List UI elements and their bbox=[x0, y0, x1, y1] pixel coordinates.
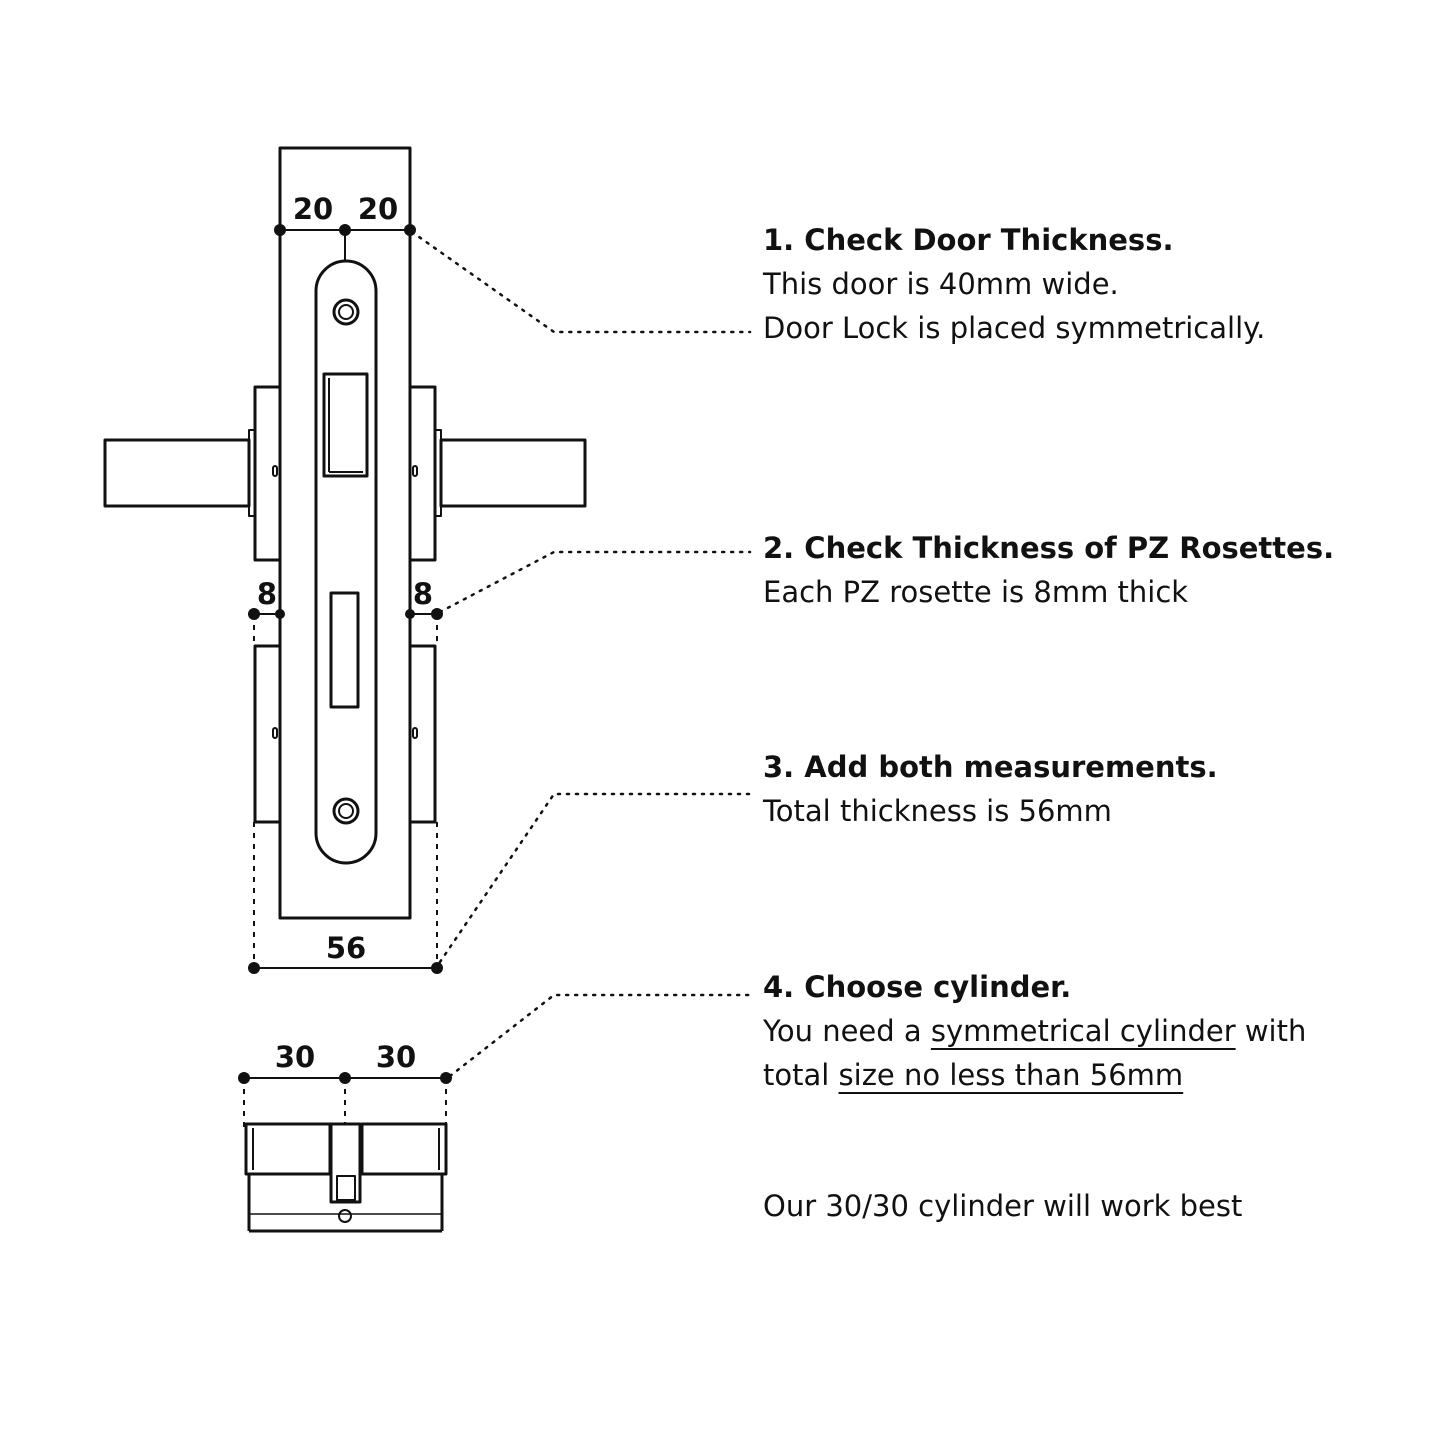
right-lever bbox=[439, 438, 587, 508]
right-pz-rosette bbox=[408, 644, 437, 824]
step-3-line-1: Total thickness is 56mm bbox=[763, 794, 1112, 828]
leader-line-4 bbox=[448, 993, 752, 1078]
latch-bolt bbox=[322, 372, 369, 478]
step-3: 3. Add both measurements. Total thicknes… bbox=[763, 745, 1218, 833]
leader-line-3 bbox=[438, 792, 752, 964]
step-4-line-2: total size no less than 56mm bbox=[763, 1053, 1306, 1097]
cylinder-slot bbox=[329, 591, 360, 709]
left-pz-rosette bbox=[253, 644, 282, 824]
door-left-label: 20 bbox=[293, 192, 333, 226]
rosette-left-label: 8 bbox=[257, 577, 277, 611]
step-1-line-2: Door Lock is placed symmetrically. bbox=[763, 311, 1266, 345]
step-1: 1. Check Door Thickness. This door is 40… bbox=[763, 218, 1265, 350]
symmetrical-cylinder-emphasis: symmetrical cylinder bbox=[930, 1014, 1236, 1048]
door-slab bbox=[278, 146, 412, 920]
recommendation-note: Our 30/30 cylinder will work best bbox=[763, 1189, 1243, 1223]
step-4-line-1-pre: You need a bbox=[763, 1014, 931, 1048]
top-screw bbox=[332, 298, 360, 326]
bottom-screw bbox=[332, 797, 360, 825]
leader-line-1 bbox=[410, 230, 752, 334]
cylinder-left-label: 30 bbox=[275, 1040, 315, 1074]
step-4-line-1: You need a symmetrical cylinder with bbox=[763, 1009, 1306, 1053]
door-right-label: 20 bbox=[358, 192, 398, 226]
euro-cylinder bbox=[244, 1122, 448, 1233]
step-3-title: 3. Add both measurements. bbox=[763, 750, 1218, 784]
step-1-title: 1. Check Door Thickness. bbox=[763, 223, 1174, 257]
step-4-title: 4. Choose cylinder. bbox=[763, 970, 1072, 1004]
total-label: 56 bbox=[326, 931, 366, 965]
step-4-line-2-pre: total bbox=[763, 1058, 839, 1092]
leader-line-2 bbox=[438, 550, 752, 614]
step-2: 2. Check Thickness of PZ Rosettes. Each … bbox=[763, 526, 1334, 614]
rosette-right-label: 8 bbox=[413, 577, 433, 611]
lock-faceplate bbox=[314, 259, 378, 865]
minimum-size-emphasis: size no less than 56mm bbox=[838, 1058, 1184, 1092]
step-1-line-1: This door is 40mm wide. bbox=[763, 267, 1119, 301]
step-4: 4. Choose cylinder. You need a symmetric… bbox=[763, 965, 1306, 1097]
step-2-line-1: Each PZ rosette is 8mm thick bbox=[763, 575, 1189, 609]
left-lever bbox=[103, 438, 251, 508]
step-4-line-1-post: with bbox=[1235, 1014, 1307, 1048]
step-2-title: 2. Check Thickness of PZ Rosettes. bbox=[763, 531, 1335, 565]
cylinder-right-label: 30 bbox=[376, 1040, 416, 1074]
